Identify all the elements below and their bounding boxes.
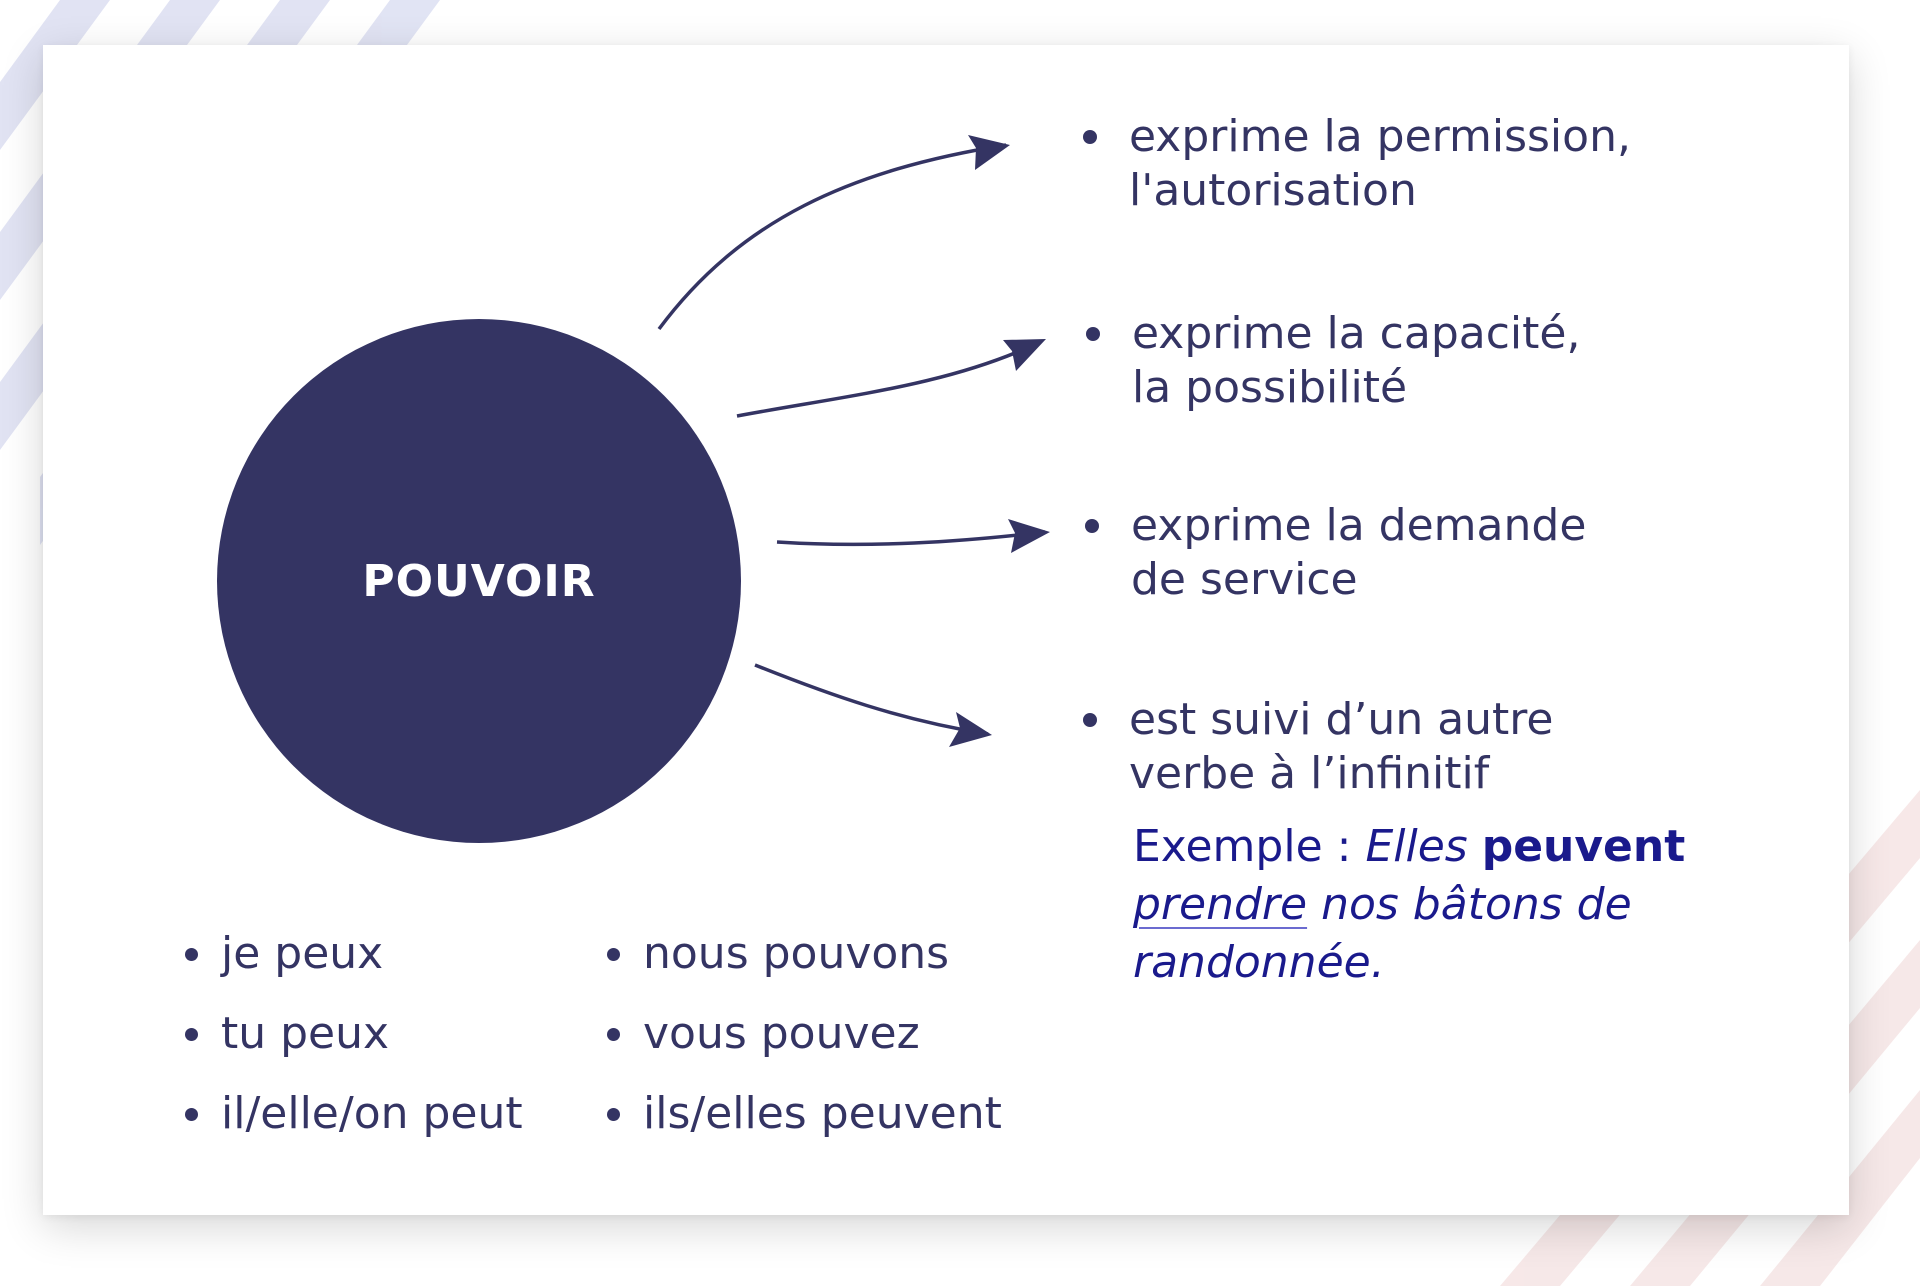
use-line: l'autorisation (1129, 165, 1417, 216)
bullet-icon (185, 1108, 198, 1121)
example-subject: Elles (1365, 821, 1468, 872)
use-line: exprime la permission, (1129, 111, 1631, 162)
use-line: exprime la demande (1131, 500, 1587, 551)
use-item-capacity: exprime la capacité, la possibilité (1086, 307, 1580, 415)
example-rest: nos bâtons de randonnée. (1133, 879, 1632, 988)
use-item-permission: exprime la permission, l'autorisation (1083, 110, 1631, 218)
bullet-icon (185, 1028, 198, 1041)
use-item-infinitive: est suivi d’un autre verbe à l’infinitif (1083, 693, 1554, 801)
conjugation-nous: nous pouvons (605, 927, 949, 981)
example-infinitive: prendre (1133, 879, 1308, 930)
bullet-icon (1083, 713, 1097, 727)
example-verb: peuvent (1481, 821, 1686, 872)
conjugation-ils: ils/elles peuvent (605, 1087, 1002, 1141)
conjugation-form: je peux (221, 928, 384, 979)
conjugation-form: tu peux (221, 1008, 390, 1059)
bullet-icon (185, 948, 198, 961)
use-line: de service (1131, 554, 1358, 605)
example-label: Exemple : (1133, 821, 1352, 872)
use-line: exprime la capacité, (1132, 308, 1581, 359)
bullet-icon (1085, 519, 1099, 533)
bullet-icon (1083, 130, 1097, 144)
conjugation-vous: vous pouvez (605, 1007, 920, 1061)
conjugation-form: il/elle/on peut (221, 1088, 523, 1139)
use-item-service: exprime la demande de service (1085, 499, 1586, 607)
use-line: verbe à l’infinitif (1129, 748, 1490, 799)
example-sentence: Exemple : Elles peuvent prendre nos bâto… (1133, 818, 1733, 992)
conjugation-form: ils/elles peuvent (643, 1088, 1002, 1139)
conjugation-je: je peux (183, 927, 383, 981)
conjugation-form: nous pouvons (643, 928, 950, 979)
conjugation-tu: tu peux (183, 1007, 389, 1061)
bullet-icon (607, 1028, 620, 1041)
bullet-icon (607, 948, 620, 961)
bullet-icon (607, 1108, 620, 1121)
use-line: la possibilité (1132, 362, 1408, 413)
verb-label: POUVOIR (362, 555, 596, 607)
conjugation-il: il/elle/on peut (183, 1087, 523, 1141)
conjugation-form: vous pouvez (643, 1008, 920, 1059)
verb-circle: POUVOIR (217, 319, 741, 843)
use-line: est suivi d’un autre (1129, 694, 1554, 745)
bullet-icon (1086, 327, 1100, 341)
